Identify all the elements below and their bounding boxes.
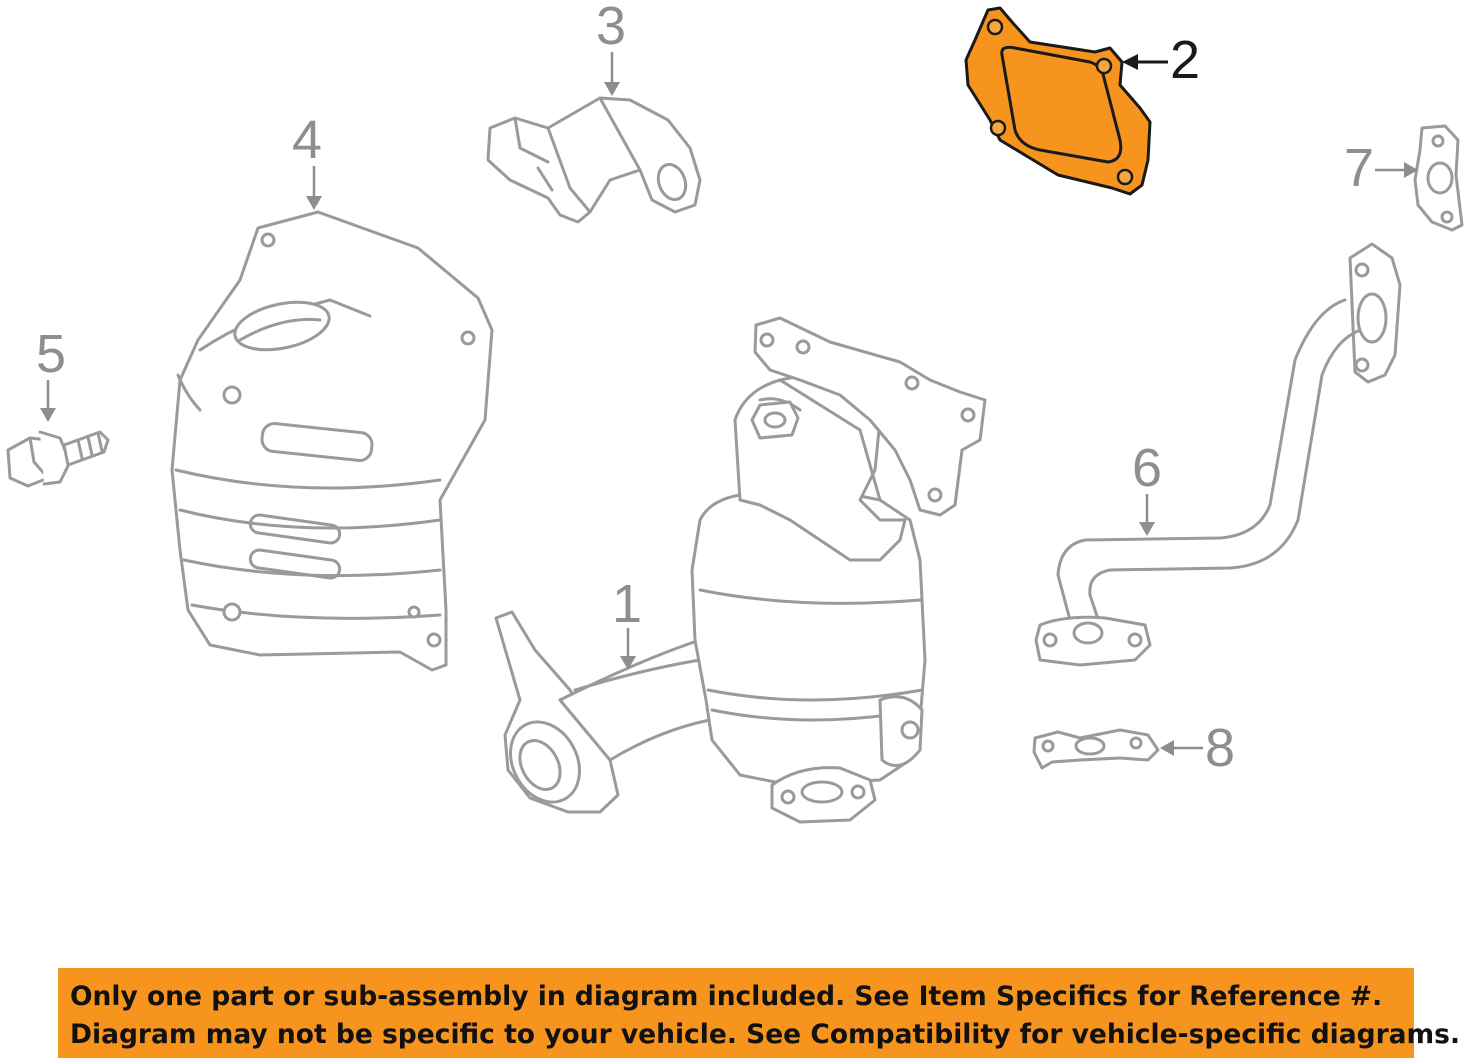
callout-2: 2	[1170, 30, 1200, 90]
callout-1: 1	[612, 574, 642, 634]
part-5-bolt	[6, 430, 110, 488]
disclaimer-banner: Only one part or sub-assembly in diagram…	[58, 968, 1461, 1058]
part-7-gasket	[1413, 124, 1464, 232]
callout-8: 8	[1205, 718, 1235, 778]
part-8-gasket	[1032, 728, 1160, 770]
part-4-heat-shield	[170, 210, 494, 672]
part-2-gasket	[964, 6, 1152, 196]
callout-7: 7	[1344, 138, 1374, 198]
callout-3: 3	[596, 0, 626, 56]
callout-5: 5	[36, 324, 66, 384]
part-3-bracket	[486, 96, 702, 224]
leader-lines	[40, 52, 1418, 756]
part-6-pipe	[1034, 242, 1402, 667]
callout-6: 6	[1132, 438, 1162, 498]
callout-4: 4	[292, 110, 322, 170]
disclaimer-line-1: Only one part or sub-assembly in diagram…	[70, 981, 1383, 1012]
disclaimer-line-2: Diagram may not be specific to your vehi…	[70, 1019, 1461, 1050]
part-1-catalytic-converter	[494, 316, 987, 824]
